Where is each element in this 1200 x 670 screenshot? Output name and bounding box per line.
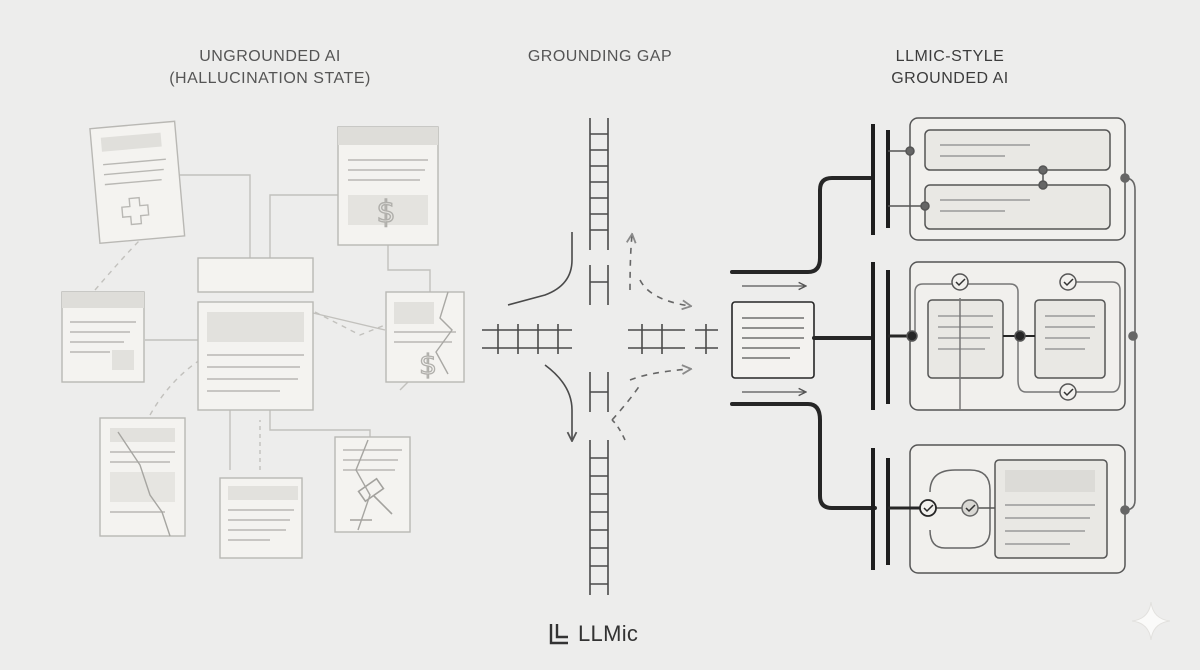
bottom-container [888, 444, 1126, 574]
report-document [61, 291, 145, 383]
medical-cross-icon [121, 196, 150, 226]
split-document [219, 477, 303, 559]
check-icon [1059, 383, 1077, 401]
sparkle-icon [1131, 601, 1171, 641]
middle-container [888, 261, 1126, 411]
ungrounded-connectors [94, 174, 431, 470]
check-icon [961, 499, 979, 517]
grounded-ai-heading: LLMIC-STYLE GROUNDED AI [830, 46, 1070, 90]
top-rail [589, 118, 609, 305]
medical-document [89, 120, 186, 245]
brand-name: LLMic [578, 621, 639, 646]
check-icon [951, 273, 969, 291]
torn-dollar-icon: $ [419, 348, 437, 381]
right-rail [628, 324, 718, 354]
grounded-panel [730, 117, 1138, 574]
grounding-gap-panel [482, 118, 718, 595]
check-icon [919, 499, 937, 517]
llmic-logo: LLMic [548, 619, 638, 649]
routing-lines [730, 176, 877, 510]
top-container [888, 117, 1126, 241]
input-document [731, 301, 815, 379]
ungrounded-title-line1: UNGROUNDED AI [199, 48, 341, 65]
central-document [197, 301, 314, 411]
ungrounded-title-line2: (HALLUCINATION STATE) [169, 70, 371, 87]
finance-document: $ [337, 126, 439, 246]
ungrounded-ai-heading: UNGROUNDED AI (HALLUCINATION STATE) [140, 46, 400, 90]
torn-document-left [99, 417, 186, 537]
grounded-title-line1: LLMIC-STYLE [895, 48, 1005, 65]
llmic-logo-icon [549, 624, 568, 645]
grounded-title-line2: GROUNDED AI [891, 70, 1009, 87]
check-icon [1059, 273, 1077, 291]
torn-finance-document: $ [385, 291, 465, 383]
ungrounded-panel: $ $ [61, 120, 465, 559]
gate-bars [871, 124, 890, 570]
return-bus [1120, 173, 1138, 515]
dollar-icon: $ [376, 195, 395, 230]
empty-header-box [197, 257, 314, 293]
bottom-rail [589, 372, 609, 595]
legal-document [334, 436, 411, 533]
left-rail [482, 324, 572, 354]
grounding-gap-heading: GROUNDING GAP [527, 48, 673, 65]
